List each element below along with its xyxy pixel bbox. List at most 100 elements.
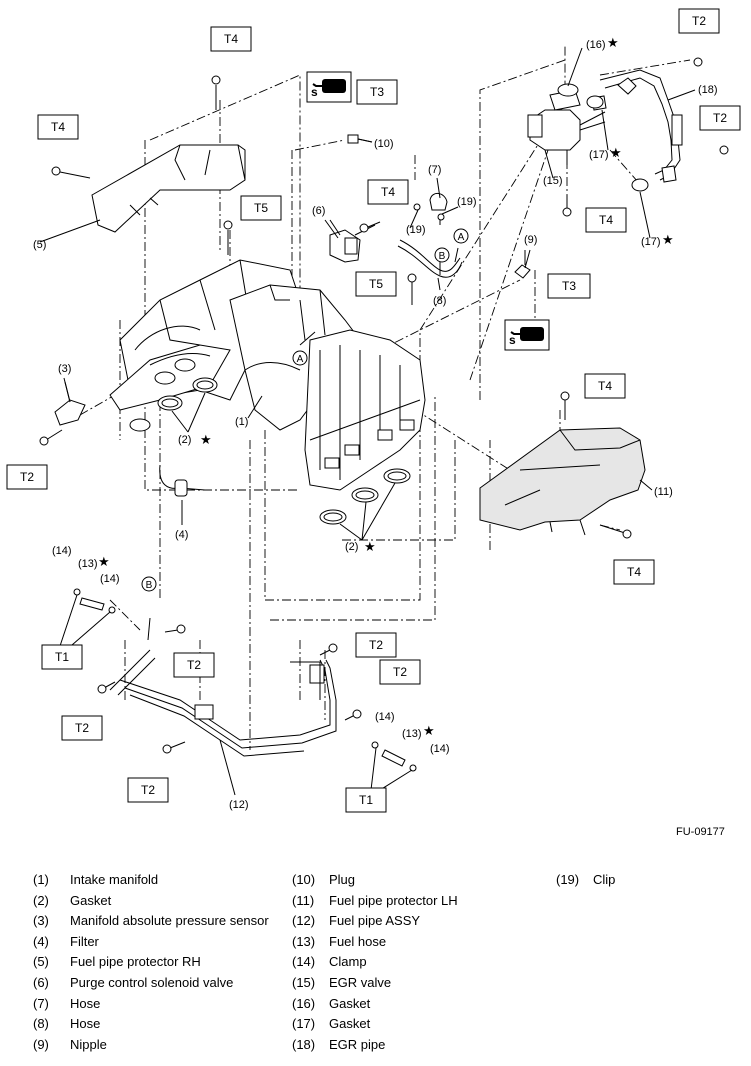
fuel-pipe-assy xyxy=(109,649,337,757)
torque-label: T2 xyxy=(379,659,421,685)
callout-14: (14) xyxy=(375,711,395,723)
svg-text:s: s xyxy=(311,85,318,99)
star-marker: ★ xyxy=(610,145,622,160)
callout-8: (8) xyxy=(433,295,446,307)
svg-text:T1: T1 xyxy=(55,650,69,664)
clips xyxy=(413,203,445,221)
bolts xyxy=(39,57,729,754)
callout-12: (12) xyxy=(229,799,249,811)
callout-6: (6) xyxy=(312,205,325,217)
marker-b: B xyxy=(434,247,450,263)
svg-text:T4: T4 xyxy=(224,32,238,46)
callout-1: (1) xyxy=(235,416,248,428)
gaskets-lh xyxy=(319,468,411,541)
torque-label: T2 xyxy=(355,632,397,658)
torque-label: T2 xyxy=(678,8,720,34)
svg-text:s: s xyxy=(509,333,516,347)
callout-2: (2) xyxy=(178,434,191,446)
torque-label: T2 xyxy=(127,777,169,803)
star-marker: ★ xyxy=(607,35,619,50)
gasket-16-17 xyxy=(557,83,649,192)
legend-item: (17)Gasket xyxy=(292,1016,371,1032)
torque-label: T2 xyxy=(173,652,215,678)
fuel-hoses-clamps xyxy=(73,588,417,772)
callout-17: (17) xyxy=(641,236,661,248)
svg-text:T2: T2 xyxy=(369,638,383,652)
star-marker: ★ xyxy=(200,432,212,447)
legend-item: (8)Hose xyxy=(33,1016,101,1032)
svg-text:T5: T5 xyxy=(254,201,268,215)
star-marker: ★ xyxy=(98,554,110,569)
legend-item: (3)Manifold absolute pressure sensor xyxy=(33,913,269,929)
star-marker: ★ xyxy=(662,232,674,247)
legend-item: (2)Gasket xyxy=(33,892,112,908)
parts-legend-column-3: (19)Clip xyxy=(556,872,615,893)
svg-text:T4: T4 xyxy=(51,120,65,134)
callout-7: (7) xyxy=(428,164,441,176)
legend-item: (10)Plug xyxy=(292,872,356,887)
callout-16: (16) xyxy=(586,39,606,51)
svg-text:T2: T2 xyxy=(393,665,407,679)
figure-id: FU-09177 xyxy=(676,826,725,838)
egr-valve xyxy=(527,89,606,165)
torque-label: T4 xyxy=(585,207,627,233)
parts-legend-column-2: (10)Plug (11)Fuel pipe protector LH (12)… xyxy=(292,872,458,1057)
torque-label: T4 xyxy=(37,114,79,140)
legend-item: (9)Nipple xyxy=(33,1036,107,1052)
legend-item: (16)Gasket xyxy=(292,995,371,1011)
fuel-pipe-protector-rh xyxy=(91,144,246,233)
callout-14: (14) xyxy=(100,573,120,585)
svg-text:B: B xyxy=(439,251,446,262)
callout-19: (19) xyxy=(406,224,426,236)
purge-control-solenoid-valve xyxy=(329,219,376,263)
manifold-absolute-pressure-sensor xyxy=(54,381,86,426)
callout-9: (9) xyxy=(524,234,537,246)
torque-label: T1 xyxy=(345,787,387,813)
legend-item: (12)Fuel pipe ASSY xyxy=(292,913,421,929)
intake-manifold-lh-bank xyxy=(304,329,426,491)
svg-text:T5: T5 xyxy=(369,277,383,291)
svg-text:T2: T2 xyxy=(75,721,89,735)
svg-text:A: A xyxy=(297,354,304,365)
svg-text:T4: T4 xyxy=(381,185,395,199)
legend-item: (14)Clamp xyxy=(292,954,367,970)
legend-item: (13)Fuel hose xyxy=(292,933,387,949)
torque-label: T2 xyxy=(699,105,741,131)
legend-item: (19)Clip xyxy=(556,872,616,887)
callout-5: (5) xyxy=(33,239,46,251)
torque-label: T5 xyxy=(240,195,282,221)
legend-item: (5)Fuel pipe protector RH xyxy=(33,954,201,970)
callout-13: (13) xyxy=(402,728,422,740)
svg-text:T3: T3 xyxy=(370,85,384,99)
legend-item: (15)EGR valve xyxy=(292,974,392,990)
marker-a: A xyxy=(453,228,469,244)
star-marker: ★ xyxy=(364,539,376,554)
torque-label: T4 xyxy=(367,179,409,205)
torque-label: T2 xyxy=(6,464,48,490)
torque-label: T5 xyxy=(355,271,397,297)
legend-item: (4)Filter xyxy=(33,933,99,949)
callout-14: (14) xyxy=(52,545,72,557)
svg-text:A: A xyxy=(458,232,465,243)
callout-17: (17) xyxy=(589,149,609,161)
sealant-icon: s xyxy=(504,319,550,351)
torque-label: T3 xyxy=(547,273,591,299)
exploded-parts-diagram: s s T4 T4 T5 T3 T4 T5 T3 xyxy=(6,8,741,813)
legend-item: (18)EGR pipe xyxy=(292,1036,386,1052)
callout-2: (2) xyxy=(345,541,358,553)
svg-text:T2: T2 xyxy=(141,783,155,797)
callout-18: (18) xyxy=(698,84,718,96)
svg-text:T4: T4 xyxy=(627,565,641,579)
legend-item: (1)Intake manifold xyxy=(33,872,159,887)
egr-pipe xyxy=(591,69,683,183)
sealant-icon: s xyxy=(306,71,352,103)
gaskets-rh xyxy=(129,377,218,433)
legend-item: (7)Hose xyxy=(33,995,101,1011)
legend-item: (11)Fuel pipe protector LH xyxy=(292,892,458,908)
legend-item: (6)Purge control solenoid valve xyxy=(33,974,234,990)
filter xyxy=(159,464,206,510)
svg-text:T2: T2 xyxy=(713,111,727,125)
callout-19: (19) xyxy=(457,196,477,208)
torque-label: T4 xyxy=(584,373,626,399)
parts-legend-column-1: (1)Intake manifold (2)Gasket (3)Manifold… xyxy=(33,872,269,1057)
